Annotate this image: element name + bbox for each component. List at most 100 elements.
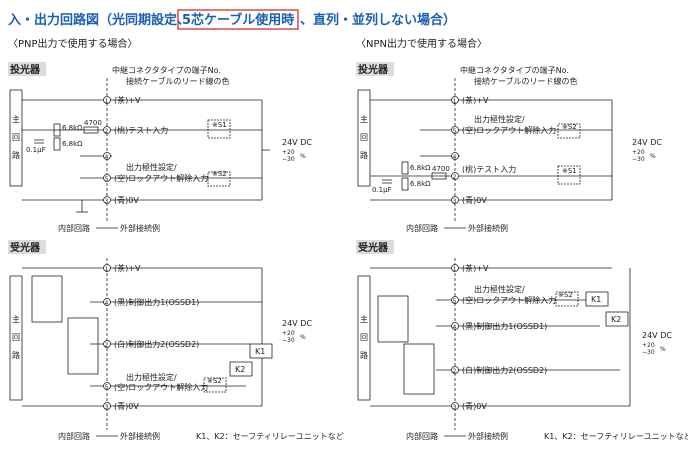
pnp-receiver-transistor-1 xyxy=(31,275,63,323)
npn-emitter-connector-note1: 中継コネクタタイプの端子No. xyxy=(460,65,569,75)
npn-receiver-transistor-2 xyxy=(403,343,435,395)
pnp-receiver-pin4-label: (黒)制御出力1(OSSD1) xyxy=(114,297,199,307)
pnp-emitter-pin5-num: 5 xyxy=(105,176,109,183)
pnp-emitter-main-circuit-1: 主 xyxy=(12,114,20,124)
npn-emitter-pin5-label-top: 出力極性設定/ xyxy=(474,114,525,124)
npn-receiver-footer-note: K1、K2：セーフティリレーユニットなど xyxy=(544,432,688,441)
npn-emitter-pin1-label: (茶)+V xyxy=(462,95,489,105)
pnp-emitter-pin3-num: 3 xyxy=(105,198,109,205)
npn-receiver-footer-left: 内部回路 xyxy=(406,431,438,441)
npn-subtitle: 〈NPN出力で使用する場合〉 xyxy=(356,37,487,50)
npn-emitter-capacitor: 0.1μF xyxy=(372,186,392,194)
npn-emitter-pin2-label: (桃)テスト入力 xyxy=(462,164,516,174)
pnp-emitter-switch-s1 xyxy=(207,119,231,139)
pnp-emitter-switch2-label: ※S2 xyxy=(212,170,227,178)
npn-emitter-main-circuit-3: 路 xyxy=(360,150,368,160)
npn-receiver-main-circuit-1: 主 xyxy=(360,314,368,324)
npn-emitter-pin3-label: (青)0V xyxy=(462,195,487,205)
pnp-receiver-main-circuit-1: 主 xyxy=(12,314,20,324)
npn-receiver-main-circuit-3: 路 xyxy=(360,350,368,360)
heading-suffix: 、直列・並列しない場合） xyxy=(300,12,456,28)
pnp-receiver-relay2-label: K2 xyxy=(235,365,245,374)
npn-receiver-title-bg xyxy=(356,240,394,254)
pnp-receiver-pin5-label-top: 出力極性設定/ xyxy=(126,372,177,382)
pnp-emitter-supply-unit: % xyxy=(300,153,306,160)
npn-receiver-main-circuit-2: 回 xyxy=(360,333,368,342)
pnp-emitter-connector-note1: 中継コネクタタイプの端子No. xyxy=(112,65,221,75)
npn-receiver-relay2-label: K2 xyxy=(611,315,621,324)
npn-receiver-pin3-label: (青)0V xyxy=(462,401,487,411)
pnp-emitter-pin1-label: (茶)+V xyxy=(114,95,141,105)
npn-emitter-title-bg xyxy=(356,62,394,76)
pnp-emitter-section xyxy=(8,62,270,229)
npn-emitter-main-circuit-1: 主 xyxy=(360,114,368,124)
npn-receiver-pin2-num: 2 xyxy=(453,368,457,375)
pnp-receiver-supply-unit: % xyxy=(300,334,306,341)
npn-emitter-pin5-num: 5 xyxy=(453,128,457,135)
npn-receiver-relay1-label: K1 xyxy=(591,295,601,304)
npn-emitter-resistor1: 6.8kΩ xyxy=(410,164,431,172)
heading-highlight: 5芯ケーブル使用時 xyxy=(182,12,294,28)
npn-receiver-pin4-num: 4 xyxy=(453,324,457,331)
npn-receiver-supply-voltage: 24V DC xyxy=(642,331,672,340)
npn-emitter-supply-voltage: 24V DC xyxy=(632,138,662,147)
pnp-emitter-main-circuit-2: 回 xyxy=(12,133,20,142)
npn-receiver-pin5-label: (空)ロックアウト解除入力 xyxy=(462,295,556,305)
pnp-emitter-pin5-label: (空)ロックアウト解除入力 xyxy=(114,173,208,183)
npn-receiver-switch-s2 xyxy=(555,291,579,307)
npn-receiver-supply-minus: −30 xyxy=(642,349,655,356)
pnp-receiver-supply-minus: −30 xyxy=(282,337,295,344)
npn-emitter-main-circuit-box xyxy=(357,89,371,187)
pnp-receiver-pin5-num: 5 xyxy=(105,384,109,391)
pnp-emitter-resistor-a xyxy=(53,123,61,137)
npn-emitter-pin4-num: 4 xyxy=(453,154,457,161)
pnp-emitter-pin2-label: (桃)テスト入力 xyxy=(114,125,168,135)
pnp-emitter-switch1-label: ※S1 xyxy=(212,121,227,129)
pnp-emitter-pin5-label-top: 出力極性設定/ xyxy=(126,162,177,172)
npn-receiver-transistor-1 xyxy=(377,295,409,343)
pnp-emitter-resistor-c xyxy=(83,126,99,134)
npn-emitter-resistor-b xyxy=(401,177,409,191)
pnp-emitter-resistor3: 4700 xyxy=(84,119,102,127)
pnp-receiver-pin3-num: 3 xyxy=(105,404,109,411)
npn-emitter-section xyxy=(356,62,613,229)
pnp-emitter-capacitor: 0.1μF xyxy=(26,146,46,154)
npn-receiver-pin4-label: (黒)制御出力1(OSSD1) xyxy=(462,321,547,331)
pnp-emitter-resistor-b xyxy=(53,137,61,151)
npn-receiver-relay-k2 xyxy=(605,311,629,327)
npn-emitter-main-circuit-2: 回 xyxy=(360,133,368,142)
npn-receiver-main-circuit-box xyxy=(357,275,371,401)
pnp-receiver-pin2-num: 2 xyxy=(105,342,109,349)
pnp-receiver-main-circuit-2: 回 xyxy=(12,333,20,342)
pnp-emitter-resistor2: 6.8kΩ xyxy=(62,140,83,148)
pnp-receiver-section xyxy=(8,240,273,437)
pnp-receiver-pin5-label: (空)ロックアウト解除入力 xyxy=(114,382,208,392)
pnp-emitter-main-circuit-3: 路 xyxy=(12,150,20,160)
npn-emitter-footer-right: 外部接続例 xyxy=(468,223,508,233)
npn-emitter-resistor2: 6.8kΩ xyxy=(410,180,431,188)
npn-receiver-supply-plus: +20 xyxy=(642,342,655,349)
npn-receiver-relay-k1 xyxy=(585,291,609,307)
pnp-receiver-supply-voltage: 24V DC xyxy=(282,319,312,328)
pnp-emitter-pin2-num: 2 xyxy=(105,128,109,135)
pnp-emitter-main-circuit-box xyxy=(9,89,23,187)
npn-emitter-pin2-num: 2 xyxy=(453,174,457,181)
pnp-emitter-supply-minus: −30 xyxy=(282,156,295,163)
pnp-receiver-footer-right: 外部接続例 xyxy=(120,431,160,441)
npn-receiver-switch2-label: ※S2 xyxy=(558,291,573,299)
pnp-receiver-main-circuit-box xyxy=(9,275,23,401)
pnp-emitter-pin4-num: 4 xyxy=(105,154,109,161)
pnp-emitter-resistor1: 6.8kΩ xyxy=(62,124,83,132)
npn-emitter-pin1-num: 1 xyxy=(453,98,457,105)
npn-receiver-pin2-label: (白)制御出力2(OSSD2) xyxy=(462,365,547,375)
pnp-emitter-title: 投光器 xyxy=(10,63,41,76)
pnp-emitter-footer-right: 外部接続例 xyxy=(120,223,160,233)
npn-emitter-resistor-c xyxy=(431,172,447,180)
npn-emitter-switch-s2 xyxy=(557,123,581,139)
pnp-receiver-title: 受光器 xyxy=(10,241,41,254)
npn-emitter-supply-minus: −30 xyxy=(632,156,645,163)
npn-receiver-pin1-label: (茶)+V xyxy=(462,263,489,273)
npn-receiver-footer-right: 外部接続例 xyxy=(468,431,508,441)
